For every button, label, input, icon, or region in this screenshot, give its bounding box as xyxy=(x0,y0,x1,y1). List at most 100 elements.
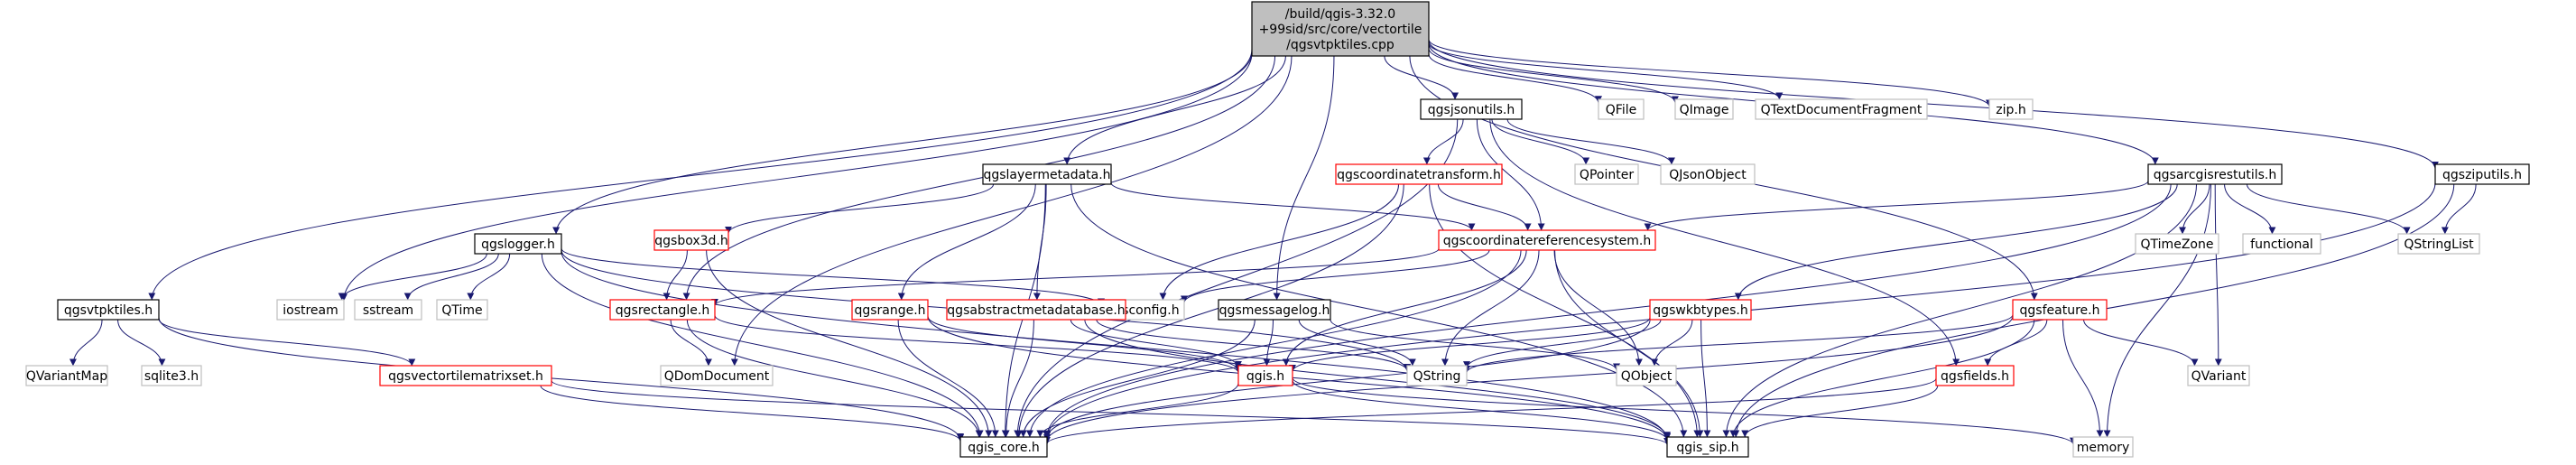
node-box-qgsbox3d xyxy=(653,229,729,251)
node-box-qgsfeature xyxy=(2012,299,2108,321)
edge-qgsarcgis-to-functional xyxy=(2224,183,2276,235)
node-box-qgscrs xyxy=(1438,229,1656,251)
edge-qgsfeature-to-qgsfields xyxy=(1984,319,2048,367)
node-box-sqlite3 xyxy=(141,365,202,386)
node-box-memory xyxy=(2072,436,2134,458)
node-box-qgish xyxy=(1237,365,1293,386)
edge-qgsziputils-to-qstringlist xyxy=(2441,183,2477,235)
node-qgslayermeta[interactable]: qgslayermetadata.h xyxy=(982,163,1112,185)
node-qgsrectangle[interactable]: qgsrectangle.h xyxy=(609,299,716,321)
node-box-qtimezone xyxy=(2135,233,2219,255)
edge-qgsarcgis-to-qgswkbtypes xyxy=(1734,183,2178,301)
node-label-root-2: /qgsvtpktiles.cpp xyxy=(1286,38,1395,52)
edge-qgscrs-to-qgish xyxy=(1282,249,1527,367)
node-box-qgslogger xyxy=(474,233,562,255)
node-label-qgissip-0: qgis_sip.h xyxy=(1676,441,1738,455)
node-qfile: QFile xyxy=(1598,98,1645,120)
edge-qgslogger-to-qgissip xyxy=(561,251,1671,441)
node-label-qobject-0: QObject xyxy=(1621,369,1673,384)
edge-root-to-qgsvtpktiles xyxy=(148,49,1253,301)
edge-qgish-to-qgiscore xyxy=(1036,383,1239,438)
node-box-qgsvtpktiles xyxy=(57,299,160,321)
edge-qgslayermeta-to-qgsrange xyxy=(897,183,1036,301)
edge-qgsarcgis-to-memory xyxy=(2103,183,2211,438)
node-qgsabsmeta[interactable]: qgsabstractmetadatabase.h xyxy=(946,299,1126,321)
node-box-qtextdoc xyxy=(1755,98,1928,120)
edge-qgslogger-to-qtime xyxy=(467,253,511,301)
node-qgsrange[interactable]: qgsrange.h xyxy=(851,299,929,321)
edge-qgsrange-to-qgish xyxy=(927,316,1242,372)
edge-qgsmsglog-to-qobject xyxy=(1330,319,1620,371)
node-qgsmsglog[interactable]: qgsmessagelog.h xyxy=(1218,299,1331,321)
edge-qgsfeature-to-qgiscore xyxy=(1043,315,2014,442)
node-iostream: iostream xyxy=(276,299,345,321)
edge-qgsmsglog-to-qgiscore xyxy=(1019,319,1256,438)
node-qgish[interactable]: qgis.h xyxy=(1237,365,1293,386)
node-label-qgsfields-0: qgsfields.h xyxy=(1941,369,2009,384)
node-box-qgiscore xyxy=(959,436,1048,458)
node-qgsfeature[interactable]: qgsfeature.h xyxy=(2012,299,2108,321)
node-memory: memory xyxy=(2072,436,2134,458)
node-qgsbox3d[interactable]: qgsbox3d.h xyxy=(653,229,729,251)
edge-root-to-qgsrectangle xyxy=(682,55,1276,301)
node-label-qgslogger-0: qgslogger.h xyxy=(481,237,555,252)
node-box-qgswkbtypes xyxy=(1649,299,1752,321)
edge-qgswkbtypes-to-qstring xyxy=(1463,319,1662,369)
node-label-qgscoordtrans-0: qgscoordinatetransform.h xyxy=(1337,168,1501,182)
node-box-qvariant xyxy=(2187,365,2250,386)
node-box-qgscoordtrans xyxy=(1335,163,1503,185)
edge-qgsbox3d-to-qgsrectangle xyxy=(663,249,688,301)
node-qgscrs[interactable]: qgscoordinatereferencesystem.h xyxy=(1438,229,1656,251)
node-box-qvariantmap xyxy=(25,365,108,386)
edge-root-to-ziph xyxy=(1428,39,1993,107)
edge-qgsjsonutils-to-qgscoordtrans xyxy=(1422,118,1464,165)
edge-qgscrs-to-qstring xyxy=(1441,249,1540,367)
node-label-qgish-0: qgis.h xyxy=(1246,369,1284,384)
node-qgsvtms[interactable]: qgsvectortilematrixset.h xyxy=(379,365,552,386)
node-qtextdoc: QTextDocumentFragment xyxy=(1755,98,1928,120)
node-qgsvtpktiles[interactable]: qgsvtpktiles.h xyxy=(57,299,160,321)
node-ziph: zip.h xyxy=(1988,98,2034,120)
node-qgiscore[interactable]: qgis_core.h xyxy=(959,436,1048,458)
edge-root-to-qimage xyxy=(1428,48,1679,104)
edge-root-to-qgsziputils xyxy=(1428,40,2439,169)
edge-qgsabsmeta-to-qstring xyxy=(1096,319,1411,371)
node-label-qgsbox3d-0: qgsbox3d.h xyxy=(654,234,728,248)
node-label-iostream-0: iostream xyxy=(283,303,338,318)
edge-qgsvtpktiles-to-qgsvtms xyxy=(158,319,416,367)
node-qjsonobject: QJsonObject xyxy=(1660,163,1756,185)
node-sstream: sstream xyxy=(354,299,422,321)
edge-qgsfeature-to-qstring xyxy=(1463,314,2014,373)
edge-qgsjsonutils-to-qjsonobject xyxy=(1506,118,1675,165)
node-box-qgsfields xyxy=(1935,365,2015,386)
node-box-qgsarcgis xyxy=(2147,163,2283,185)
node-label-qgsvtpktiles-0: qgsvtpktiles.h xyxy=(64,303,153,318)
edge-root-to-qfile xyxy=(1428,53,1602,104)
edge-qgsvtms-to-qgissip xyxy=(551,380,1671,445)
node-qpointer: QPointer xyxy=(1574,163,1639,185)
node-qgswkbtypes[interactable]: qgswkbtypes.h xyxy=(1649,299,1752,321)
edge-qgsvtpktiles-to-qvariantmap xyxy=(69,319,103,367)
node-qgsziputils[interactable]: qgsziputils.h xyxy=(2434,163,2530,185)
node-label-qtime-0: QTime xyxy=(441,303,482,318)
node-qgissip[interactable]: qgis_sip.h xyxy=(1666,436,1749,458)
node-box-qjsonobject xyxy=(1660,163,1756,185)
edge-qgsvtpktiles-to-sqlite3 xyxy=(117,319,166,367)
node-label-functional-0: functional xyxy=(2250,237,2313,252)
edge-qgsmsglog-to-qstring xyxy=(1298,319,1416,367)
node-label-qtextdoc-0: QTextDocumentFragment xyxy=(1761,103,1923,117)
node-box-iostream xyxy=(276,299,345,321)
node-box-sstream xyxy=(354,299,422,321)
edge-qgslayermeta-to-qgissip xyxy=(1070,183,1688,438)
node-qgsarcgis[interactable]: qgsarcgisrestutils.h xyxy=(2147,163,2283,185)
edge-qgsrectangle-to-qdomdoc xyxy=(670,319,712,367)
edge-root-to-qgslogger xyxy=(552,51,1253,235)
node-label-qgsjsonutils-0: qgsjsonutils.h xyxy=(1428,103,1515,117)
node-root[interactable]: /build/qgis-3.32.0+99sid/src/core/vector… xyxy=(1251,1,1430,57)
node-qgslogger[interactable]: qgslogger.h xyxy=(474,233,562,255)
node-qvariantmap: QVariantMap xyxy=(25,365,108,386)
node-qgscoordtrans[interactable]: qgscoordinatetransform.h xyxy=(1335,163,1503,185)
node-label-qgsarcgis-0: qgsarcgisrestutils.h xyxy=(2154,168,2276,182)
node-qgsfields[interactable]: qgsfields.h xyxy=(1935,365,2015,386)
node-qgsjsonutils[interactable]: qgsjsonutils.h xyxy=(1420,98,1523,120)
